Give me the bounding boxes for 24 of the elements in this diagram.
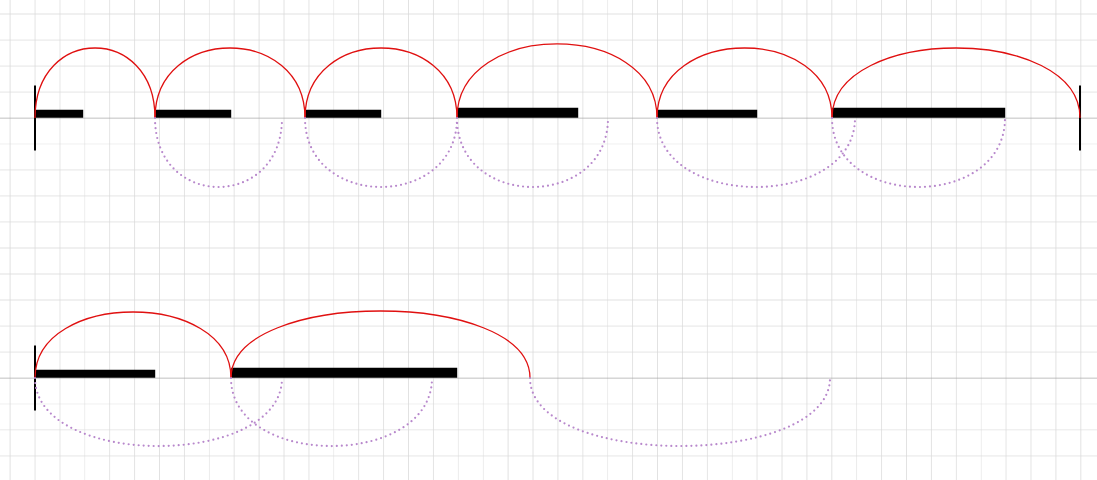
dotted-arc bbox=[303, 116, 459, 189]
dotted-arc bbox=[830, 116, 1007, 189]
arc bbox=[456, 43, 658, 119]
dotted-arc bbox=[33, 376, 284, 448]
tick-mark bbox=[34, 345, 36, 411]
bar bbox=[657, 109, 758, 118]
bar bbox=[231, 367, 458, 378]
bar bbox=[457, 107, 579, 118]
arc bbox=[656, 47, 833, 119]
bar bbox=[155, 109, 232, 118]
arc bbox=[831, 47, 1081, 119]
arc bbox=[230, 310, 531, 379]
arc bbox=[34, 47, 156, 119]
tick-mark bbox=[34, 85, 36, 151]
dotted-arc bbox=[229, 376, 434, 448]
arc bbox=[154, 47, 306, 119]
dotted-arc bbox=[153, 116, 284, 189]
tick-mark bbox=[1079, 85, 1081, 151]
dotted-arc bbox=[655, 116, 857, 189]
bar bbox=[832, 107, 1006, 118]
arc bbox=[34, 311, 232, 379]
arc bbox=[304, 47, 458, 119]
dotted-arc bbox=[455, 116, 610, 189]
bar bbox=[305, 109, 382, 118]
